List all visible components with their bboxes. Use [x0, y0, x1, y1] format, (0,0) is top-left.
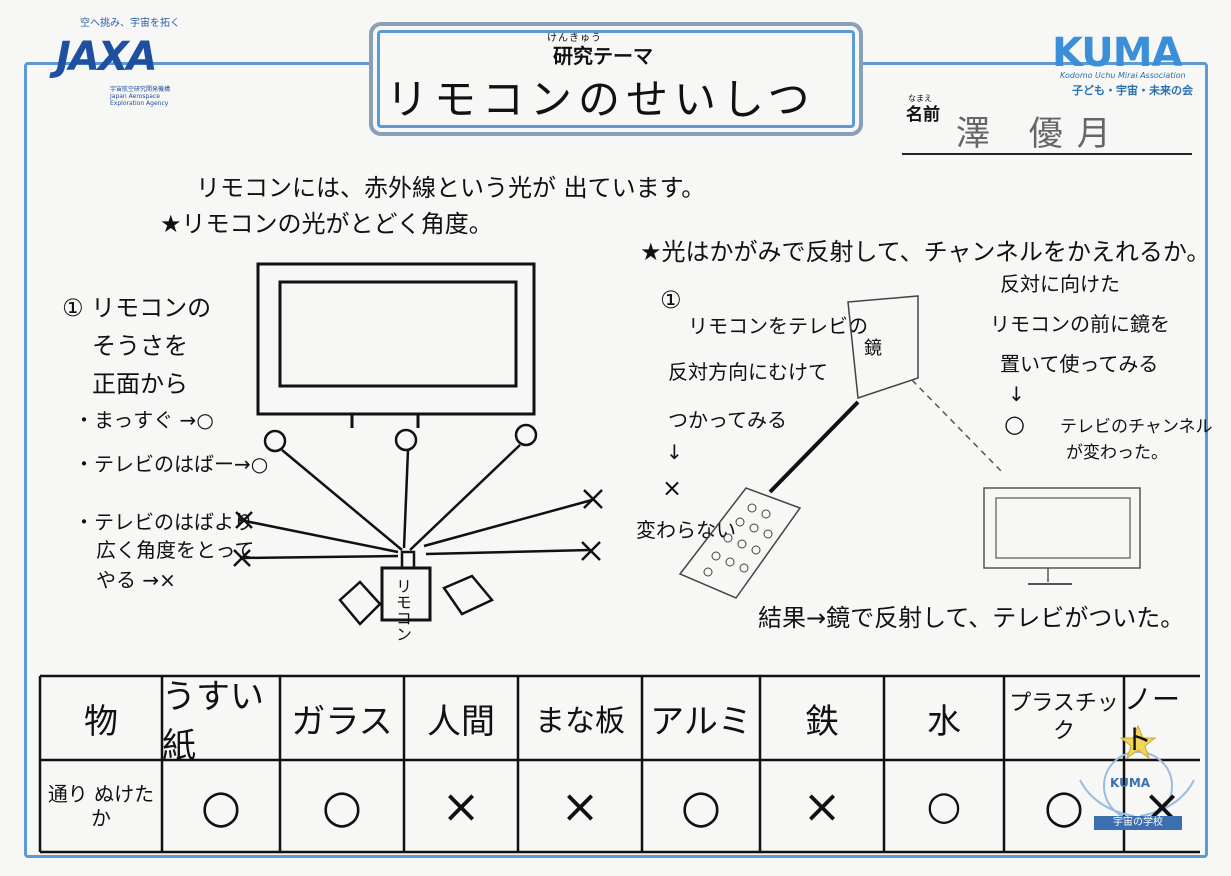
results-table-grid [38, 674, 1200, 854]
step2-line-1: 反対に向けた [1000, 272, 1120, 296]
result-glass: ○ [321, 779, 363, 833]
remote-rays [239, 444, 593, 560]
name-ruby: なまえ [908, 94, 932, 103]
step1-line-1: リモコンをテレビの [688, 314, 868, 338]
item-name-iron: 鉄 [805, 701, 839, 742]
left-heading-2: そうさを [92, 332, 188, 360]
step2-line-2: リモコンの前に鏡を [990, 312, 1170, 336]
stamp-label: 宇宙の学校 [1094, 816, 1182, 830]
right-tv [983, 487, 1141, 569]
result-water: ○ [926, 783, 962, 829]
result-paper: ○ [200, 779, 242, 833]
left-tv-screen [278, 280, 518, 388]
step2-line-3: 置いて使ってみる [1000, 352, 1159, 376]
step1-mark: × [662, 474, 683, 502]
row-header-item: 物 [84, 701, 118, 742]
left-item-3-line-2: 広く角度をとって [96, 538, 255, 562]
right-question: ★光はかがみで反射して、チャンネルをかえれるか。 [640, 238, 1211, 266]
left-heading-1: ① リモコンの [62, 294, 212, 322]
jaxa-tagline: 空へ挑み、宇宙を拓く [80, 18, 180, 29]
result-aluminum: ○ [680, 779, 722, 833]
step2-result-1: テレビのチャンネル [1060, 417, 1213, 437]
reflected-beam [911, 379, 1003, 473]
kuma-org-name: 子ども・宇宙・未来の会 [1072, 84, 1193, 97]
result-iron: × [802, 779, 842, 833]
result-cutting-board: × [560, 779, 600, 833]
theme-ruby: けんきゅう [547, 33, 602, 44]
left-heading-3: 正面から [92, 370, 188, 398]
left-item-3-line-1: ・テレビのはばより [74, 510, 254, 534]
item-name-water: 水 [927, 701, 961, 742]
right-remote [678, 487, 802, 599]
jaxa-logo: JAXA [56, 34, 158, 80]
intro-line-1: リモコンには、赤外線という光が 出ています。 [196, 174, 706, 202]
left-item-2: ・テレビのはばー→○ [74, 452, 269, 476]
name-label: 名前 [906, 105, 940, 125]
mirror [847, 295, 919, 400]
remote-label: リモコン [393, 578, 412, 642]
step1-arrow: ↓ [666, 440, 683, 464]
item-name-human: 人間 [427, 701, 495, 742]
ir-beam [768, 400, 860, 494]
theme-value: リモコンのせいしつ [386, 75, 816, 124]
left-item-1: ・まっすぐ →○ [74, 408, 214, 432]
item-name-paper: うすい紙 [162, 677, 264, 766]
step2-arrow: ↓ [1008, 382, 1025, 406]
theme-box [369, 22, 863, 136]
item-name-cutting-board: まな板 [535, 704, 625, 739]
kuma-logo: KUMA [1052, 30, 1183, 76]
step1-number: ① [660, 286, 682, 314]
receiver-center [394, 428, 418, 452]
row-header-result: 通り ぬけたか [47, 782, 155, 830]
receiver-left [263, 429, 287, 453]
left-tv-outer [256, 262, 536, 416]
item-name-notebook: ノート [1124, 683, 1181, 756]
item-name-plastic: プラスチック [1009, 691, 1119, 744]
step2-mark: ○ [1004, 410, 1025, 438]
ray-x-marks [233, 489, 603, 567]
result-human: × [441, 779, 481, 833]
step1-line-2: 反対方向にむけて [668, 360, 828, 384]
item-name-glass: ガラス [291, 701, 393, 742]
step2-result-2: が変わった。 [1066, 443, 1168, 463]
stamp-logo: KUMA [1110, 776, 1151, 790]
result-plastic: ○ [1043, 779, 1085, 833]
receiver-right [514, 423, 538, 447]
theme-label: 研究テーマ [553, 44, 653, 68]
conclusion: 結果→鏡で反射して、テレビがついた。 [758, 604, 1185, 632]
intro-line-2: ★リモコンの光がとどく角度。 [160, 210, 493, 238]
kuma-english-name: Kodomo Uchu Mirai Association [1060, 71, 1186, 80]
name-underline [902, 153, 1192, 155]
left-item-3-line-3: やる →× [96, 568, 176, 592]
mirror-label: 鏡 [864, 338, 882, 359]
name-value: 澤 優月 [956, 114, 1125, 154]
step1-line-3: つかってみる [668, 408, 787, 432]
jaxa-org-name: 宇宙航空研究開発機構 Japan Aerospace Exploration A… [110, 86, 171, 107]
item-name-aluminum: アルミ [650, 701, 752, 742]
